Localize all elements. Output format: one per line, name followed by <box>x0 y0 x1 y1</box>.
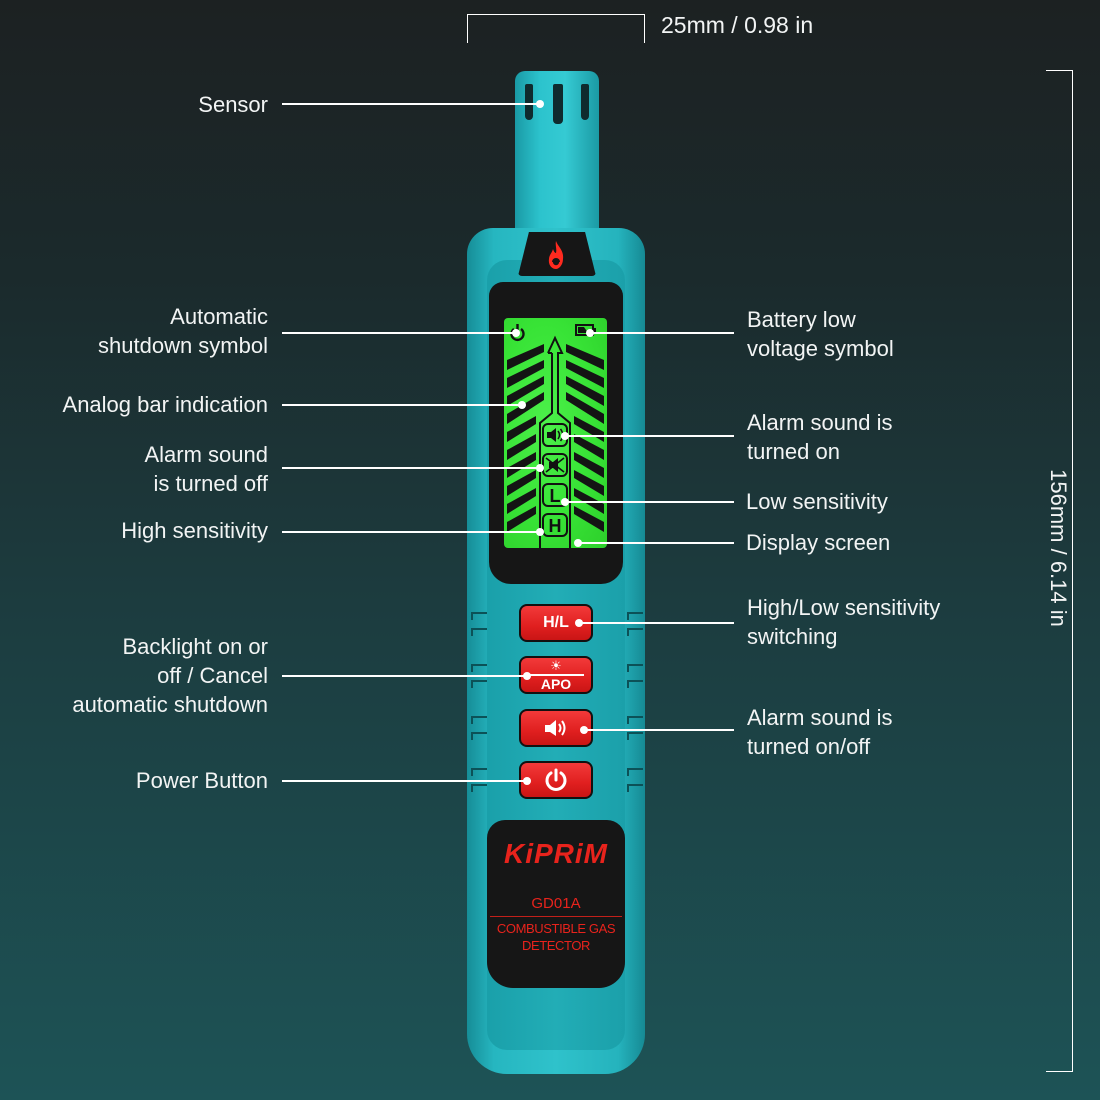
callout-backlight: Backlight on or off / Cancel automatic s… <box>72 634 268 717</box>
low-sensitivity-icon: L <box>550 486 561 506</box>
leader-dot <box>536 528 544 536</box>
leader-line-backlight <box>282 675 527 677</box>
height-dimension-bracket <box>1046 70 1073 1072</box>
backlight-apo-button[interactable]: ☀ APO <box>519 656 593 694</box>
grip-ridge <box>627 628 643 636</box>
sun-backlight-icon: ☀ <box>550 658 562 674</box>
lcd-segments: L H <box>507 324 604 548</box>
grip-ridge <box>627 732 643 740</box>
leader-dot <box>512 329 520 337</box>
leader-dot <box>536 464 544 472</box>
callout-low-sensitivity: Low sensitivity <box>746 489 888 514</box>
leader-line-analog-bar <box>282 404 522 406</box>
sensor-vent <box>553 84 563 124</box>
speaker-off-icon <box>545 457 565 473</box>
hl-button-label: H/L <box>543 614 569 631</box>
brand-logo: KiPRiM <box>504 838 608 869</box>
callout-auto-shutdown: Automatic shutdown symbol <box>98 304 268 358</box>
grip-ridge <box>471 716 487 724</box>
leader-line-alarm-off <box>282 467 540 469</box>
high-sensitivity-box <box>542 513 568 537</box>
leader-line-high-sensitivity <box>282 531 540 533</box>
width-dimension-bracket <box>467 14 645 43</box>
sensor-vent <box>525 84 533 120</box>
model-divider <box>490 916 622 917</box>
callout-alarm-on: Alarm sound is turned on <box>747 410 893 464</box>
callout-analog-bar: Analog bar indication <box>62 392 268 417</box>
low-sensitivity-box <box>542 483 568 507</box>
leader-line-display <box>578 542 734 544</box>
leader-dot <box>518 401 526 409</box>
apo-button-label: APO <box>540 675 572 692</box>
leader-dot <box>574 539 582 547</box>
description-line-2: DETECTOR <box>521 938 591 953</box>
leader-dot <box>561 432 569 440</box>
leader-line-alarm-toggle <box>584 729 734 731</box>
analog-bar-left <box>507 344 544 532</box>
grip-ridge <box>627 680 643 688</box>
high-sensitivity-icon: H <box>549 516 562 536</box>
callout-display: Display screen <box>746 530 891 555</box>
leader-line-low-sensitivity <box>565 501 734 503</box>
leader-dot <box>536 100 544 108</box>
power-icon <box>545 768 567 791</box>
leader-line-alarm-on <box>565 435 734 437</box>
sensor-vent <box>581 84 589 120</box>
description-line-1: COMBUSTIBLE GAS <box>496 921 616 936</box>
callout-power: Power Button <box>135 768 268 793</box>
callout-battery: Battery low voltage symbol <box>747 307 894 361</box>
leader-line-auto-shutdown <box>282 332 516 334</box>
grip-ridge <box>471 732 487 740</box>
flame-icon <box>548 241 564 269</box>
display-screen: L H <box>504 318 607 548</box>
callout-hl-switch: High/Low sensitivity switching <box>747 595 941 649</box>
callout-alarm-off: Alarm sound is turned off <box>144 442 268 496</box>
button-divider <box>528 674 584 676</box>
grip-ridge <box>627 784 643 792</box>
brand-panel <box>487 820 625 988</box>
leader-line-hl-switch <box>579 622 734 624</box>
grip-ridge <box>627 664 643 672</box>
model-number: GD01A <box>531 895 581 912</box>
power-button[interactable] <box>519 761 593 799</box>
leader-line-sensor <box>282 103 540 105</box>
grip-ridge <box>627 612 643 620</box>
callout-alarm-toggle: Alarm sound is turned on/off <box>747 705 893 759</box>
grip-ridge <box>627 716 643 724</box>
grip-ridge <box>471 664 487 672</box>
leader-dot <box>523 777 531 785</box>
speaker-icon <box>545 720 566 736</box>
product-description: COMBUSTIBLE GAS DETECTOR <box>487 920 625 954</box>
width-dimension-label: 25mm / 0.98 in <box>661 12 814 38</box>
grip-ridge <box>471 628 487 636</box>
grip-ridge <box>471 784 487 792</box>
analog-bar-right <box>566 344 604 532</box>
grip-ridge <box>471 768 487 776</box>
leader-dot <box>586 329 594 337</box>
leader-dot <box>561 498 569 506</box>
leader-dot <box>575 619 583 627</box>
leader-line-battery <box>590 332 734 334</box>
leader-line-power <box>282 780 527 782</box>
grip-ridge <box>471 612 487 620</box>
callout-high-sensitivity: High sensitivity <box>121 518 268 543</box>
height-dimension-label: 156mm / 6.14 in <box>1046 469 1071 627</box>
callout-sensor: Sensor <box>198 92 268 117</box>
grip-ridge <box>471 680 487 688</box>
leader-dot <box>580 726 588 734</box>
leader-dot <box>523 672 531 680</box>
grip-ridge <box>627 768 643 776</box>
